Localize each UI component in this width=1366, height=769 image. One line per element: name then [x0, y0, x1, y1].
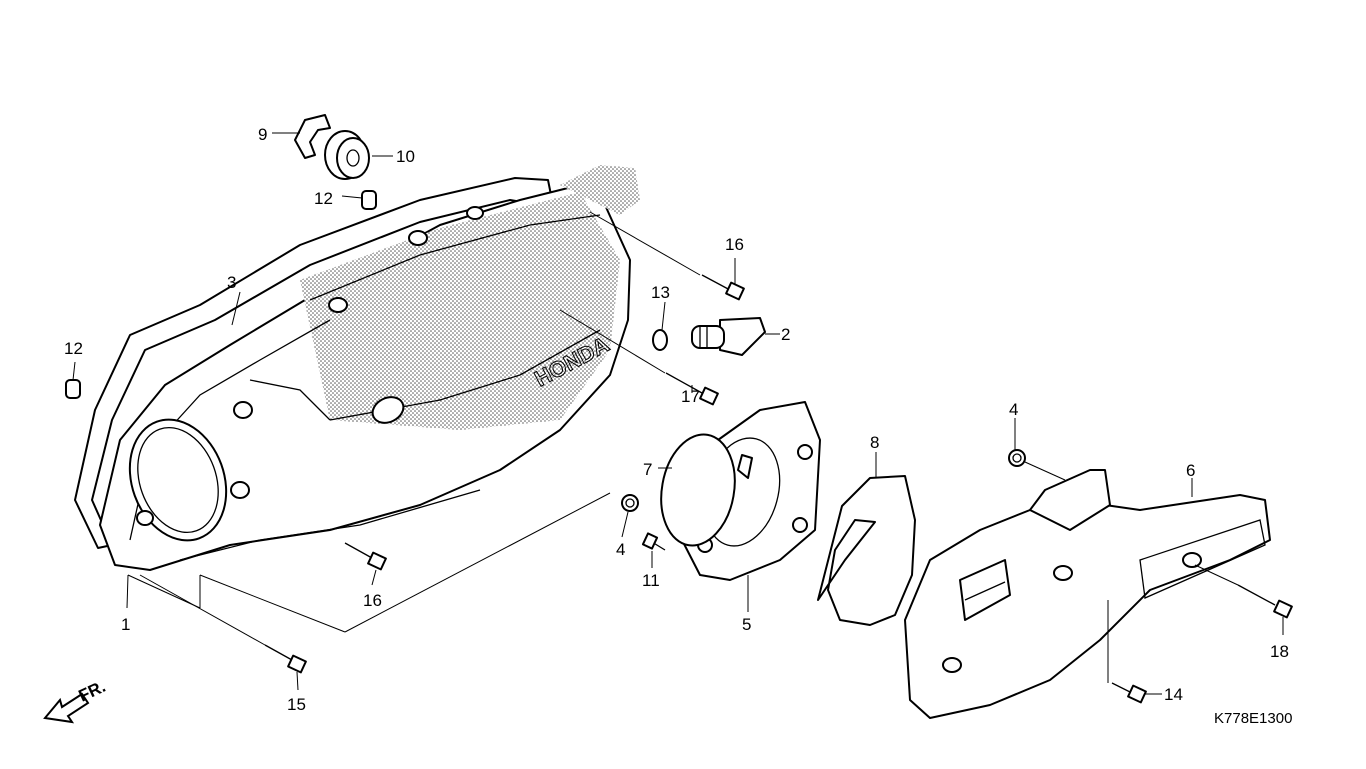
bolt-part-15 — [264, 644, 307, 674]
dowel-pin-part-12-a — [361, 190, 377, 210]
callout-2: 2 — [781, 325, 790, 344]
drain-plug-part-2 — [691, 317, 766, 356]
bearing-part-10 — [324, 130, 370, 180]
bolt-part-16-a — [701, 274, 745, 301]
callout-13: 13 — [651, 283, 670, 302]
callout-9: 9 — [258, 125, 267, 144]
grommet-part-4-a — [621, 494, 639, 512]
callout-4-b: 4 — [1009, 400, 1018, 419]
callout-5: 5 — [742, 615, 751, 634]
callout-6: 6 — [1186, 461, 1195, 480]
bolt-part-11 — [641, 532, 666, 551]
air-duct-part-6 — [904, 469, 1271, 719]
leader-lines — [72, 132, 1284, 695]
diagram-code: K778E1300 — [1214, 710, 1292, 727]
callout-16-a: 16 — [725, 235, 744, 254]
callout-3: 3 — [227, 273, 236, 292]
callout-12-a: 12 — [314, 189, 333, 208]
bolt-part-14 — [1111, 682, 1147, 704]
seal-part-8 — [817, 475, 916, 626]
bolt-part-18 — [1237, 584, 1293, 619]
bolt-part-16-b — [344, 542, 387, 571]
callout-10: 10 — [396, 147, 415, 166]
callout-4-a: 4 — [616, 540, 625, 559]
callout-15: 15 — [287, 695, 306, 714]
clip-part-13 — [652, 329, 668, 351]
callout-14: 14 — [1164, 685, 1183, 704]
callout-16-b: 16 — [363, 591, 382, 610]
front-direction-arrow: FR. — [43, 677, 109, 724]
callout-17: 17 — [681, 387, 700, 406]
callout-8: 8 — [870, 433, 879, 452]
grommet-part-4-b — [1008, 449, 1026, 467]
o-ring-part-7 — [660, 433, 736, 547]
left-crankcase-cover-part-1: HONDA — [99, 165, 640, 571]
callout-12-b: 12 — [64, 339, 83, 358]
callout-1: 1 — [121, 615, 130, 634]
callout-7: 7 — [643, 460, 652, 479]
callout-labels: 1 2 3 4 4 5 6 7 8 9 10 11 12 12 13 14 15… — [64, 125, 1289, 714]
callout-11: 11 — [642, 571, 660, 590]
bolt-part-17 — [665, 372, 719, 406]
callout-18: 18 — [1270, 642, 1289, 661]
dowel-pin-part-12-b — [65, 379, 81, 399]
